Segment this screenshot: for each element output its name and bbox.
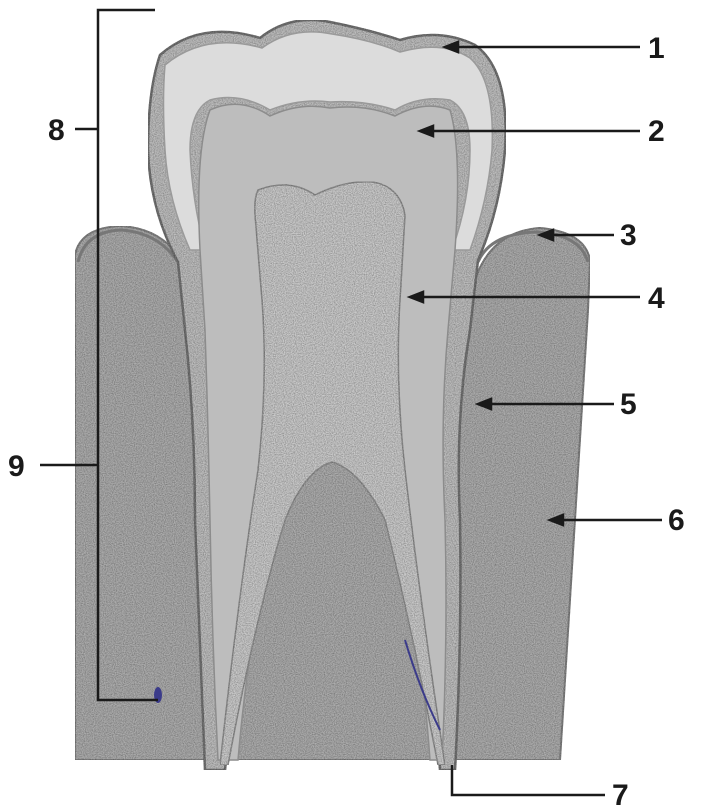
label-2: 2: [648, 115, 665, 148]
label-6: 6: [668, 504, 685, 537]
label-7: 7: [612, 779, 629, 807]
label-3: 3: [620, 219, 637, 252]
label-4: 4: [648, 282, 665, 315]
label-5: 5: [620, 388, 637, 421]
label-8: 8: [48, 114, 65, 147]
label-1: 1: [648, 32, 665, 65]
label-9: 9: [8, 450, 25, 483]
